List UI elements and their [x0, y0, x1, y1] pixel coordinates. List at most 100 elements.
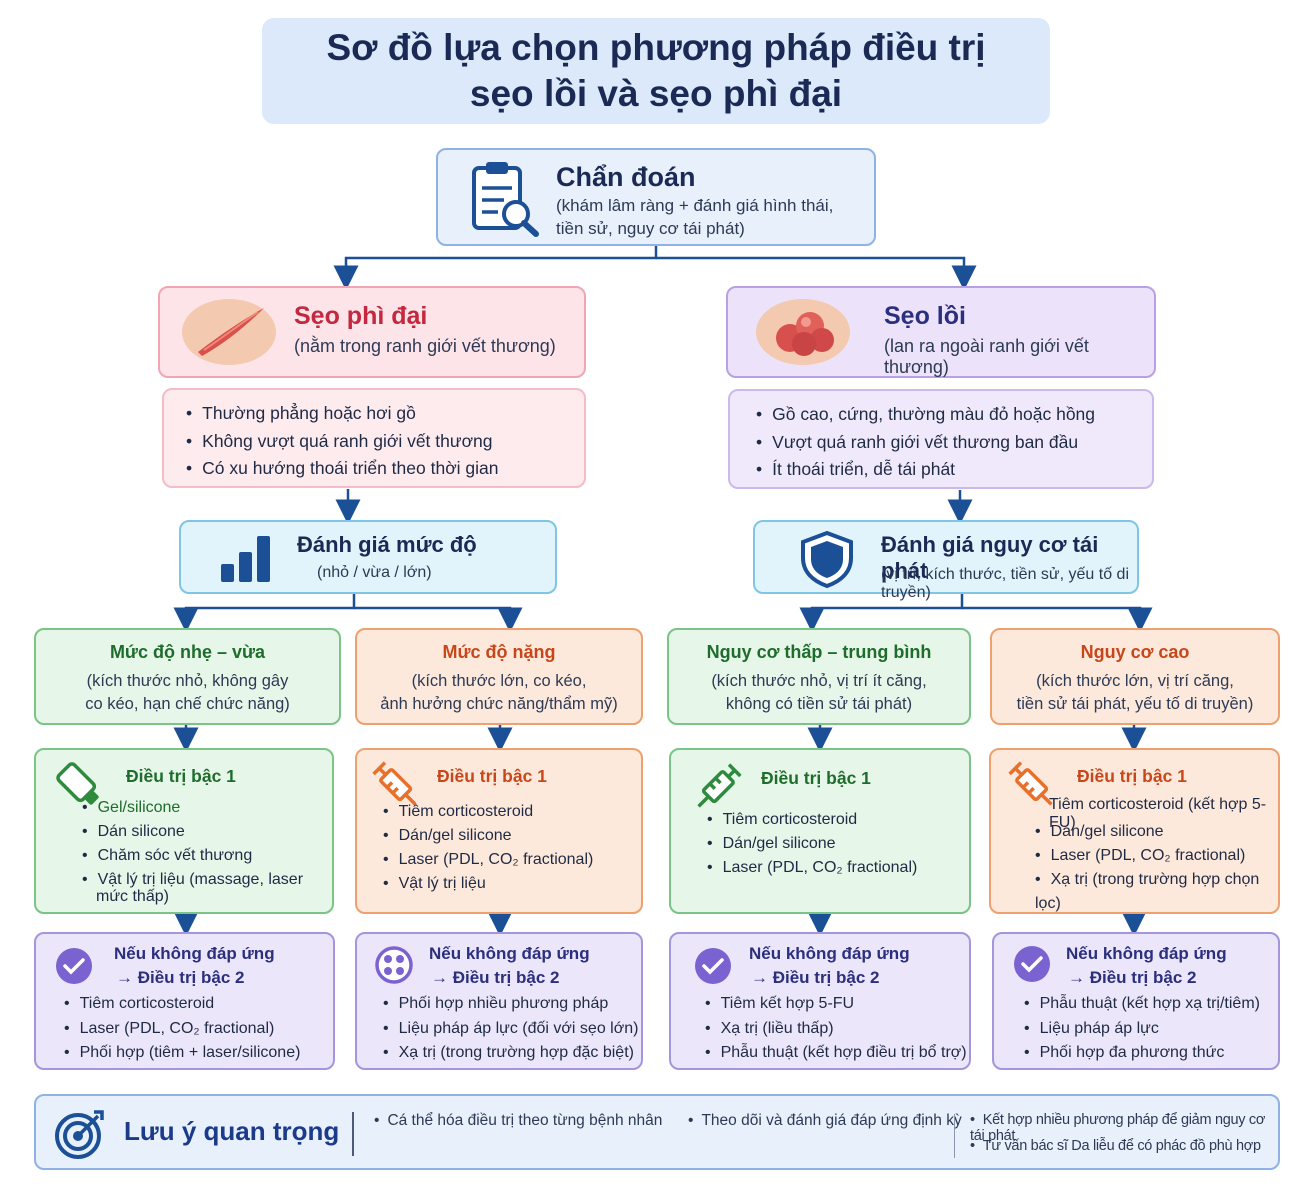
- tier2-box-severe: Nếu không đáp ứng → Điều trị bậc 2 Phối …: [355, 932, 643, 1070]
- hypertrophic-subtitle: (nằm trong ranh giới vết thương): [294, 336, 556, 356]
- hypertrophic-title: Sẹo phì đại: [294, 302, 428, 330]
- list-item: Phẫu thuật (kết hợp xạ trị/tiêm): [1024, 992, 1260, 1017]
- combination-icon: [375, 946, 413, 984]
- recurrence-risk-title: Đánh giá nguy cơ tái phát: [881, 532, 1099, 583]
- list-item: Gel/silicone: [82, 796, 303, 820]
- note-item: Cá thể hóa điều trị theo từng bệnh nhân: [374, 1112, 662, 1130]
- syringe-icon: [1008, 761, 1053, 806]
- list-item: Ít thoái triển, dễ tái phát: [756, 456, 1095, 484]
- level-line: (kích thước lớn, co kéo,: [411, 672, 587, 690]
- tier2-heading-line-1: Nếu không đáp ứng: [114, 944, 275, 963]
- diagnosis-line-1: (khám lâm ràng + đánh giá hình thái,: [556, 196, 834, 215]
- tier1-heading: Điều trị bậc 1: [437, 766, 547, 786]
- title-line-1: Sơ đồ lựa chọn phương pháp điều trị: [326, 27, 986, 68]
- recurrence-risk-box: Đánh giá nguy cơ tái phát (vị trí, kích …: [753, 520, 1139, 601]
- note-item: Theo dõi và đánh giá đáp ứng định kỳ: [688, 1112, 961, 1130]
- tier1-box-severe: Điều trị bậc 1 Tiêm corticosteroid Dán/g…: [355, 748, 643, 914]
- level-line: tiền sử tái phát, yếu tố di truyền): [1016, 695, 1254, 713]
- list-item: Tiêm kết hợp 5-FU: [705, 992, 967, 1017]
- notes-title: Lưu ý quan trọng: [124, 1116, 340, 1146]
- list-item: Dán/gel silicone: [1035, 820, 1278, 844]
- severity-assessment-title: Đánh giá mức độ: [297, 532, 477, 557]
- tier2-heading-line-2: → Điều trị bậc 2: [751, 968, 880, 987]
- page-title: Sơ đồ lựa chọn phương pháp điều trị sẹo …: [262, 18, 1050, 124]
- list-item: Laser (PDL, CO₂ fractional): [1035, 844, 1278, 868]
- tier2-heading-line-1: Nếu không đáp ứng: [429, 944, 590, 963]
- level-description: (kích thước lớn, vị trí căng, tiền sử tá…: [992, 670, 1278, 716]
- recurrence-risk-subtitle: (vị trí, kích thước, tiền sử, yếu tố di …: [881, 566, 1129, 601]
- level-description: (kích thước lớn, co kéo, ảnh hưởng chức …: [357, 670, 641, 716]
- keloid-subtitle: (lan ra ngoài ranh giới vết thương): [884, 336, 1089, 377]
- check-icon: [1014, 946, 1050, 982]
- level-low-medium-risk: Nguy cơ thấp – trung bình (kích thước nh…: [667, 628, 971, 725]
- level-line: (kích thước lớn, vị trí căng,: [1036, 672, 1234, 690]
- list-item: Tiêm corticosteroid: [707, 808, 917, 832]
- scar-icon: [182, 299, 276, 365]
- list-item: Dán silicone: [82, 820, 303, 844]
- tier1-heading: Điều trị bậc 1: [1077, 766, 1187, 786]
- title-line-2: sẹo lồi và sẹo phì đại: [469, 73, 843, 114]
- list-item: Phẫu thuật (kết hợp điều trị bổ trợ): [705, 1041, 967, 1066]
- level-mild-moderate: Mức độ nhẹ – vừa (kích thước nhỏ, không …: [34, 628, 341, 725]
- check-icon: [56, 948, 92, 984]
- list-item: Gồ cao, cứng, thường màu đỏ hoặc hồng: [756, 401, 1095, 429]
- target-icon: [55, 1110, 104, 1159]
- list-item: Laser (PDL, CO₂ fractional): [383, 848, 594, 872]
- important-notes-box: Lưu ý quan trọng Cá thể hóa điều trị the…: [34, 1094, 1280, 1170]
- list-item: Xạ trị (trong trường hợp chọn lọc): [1035, 868, 1278, 916]
- list-item: Chăm sóc vết thương: [82, 844, 303, 868]
- level-description: (kích thước nhỏ, không gây co kéo, hạn c…: [36, 670, 339, 716]
- tier2-heading-line-2: → Điều trị bậc 2: [116, 968, 245, 987]
- tier2-heading-line-1: Nếu không đáp ứng: [1066, 944, 1227, 963]
- note-item: Tư vấn bác sĩ Da liễu để có phác đồ phù …: [970, 1138, 1261, 1154]
- check-icon: [695, 948, 731, 984]
- tier2-box-high-risk: Nếu không đáp ứng → Điều trị bậc 2 Phẫu …: [992, 932, 1280, 1070]
- list-item: Tiêm corticosteroid: [64, 992, 300, 1017]
- diagnosis-line-2: tiền sử, nguy cơ tái phát): [556, 219, 745, 238]
- tier2-heading: Nếu không đáp ứng → Điều trị bậc 2: [749, 942, 910, 990]
- severity-assessment-box: Đánh giá mức độ (nhỏ / vừa / lớn): [179, 520, 557, 594]
- level-line: không có tiền sử tái phát): [725, 695, 913, 713]
- level-title: Nguy cơ thấp – trung bình: [706, 642, 932, 662]
- tier1-heading: Điều trị bậc 1: [126, 766, 236, 786]
- level-line: (kích thước nhỏ, vị trí ít căng,: [711, 672, 927, 690]
- tier2-heading: Nếu không đáp ứng → Điều trị bậc 2: [114, 942, 275, 990]
- list-item: Thường phẳng hoặc hơi gồ: [186, 400, 499, 428]
- tier1-box-mild: Điều trị bậc 1 Gel/silicone Dán silicone…: [34, 748, 334, 914]
- list-item-continuation: mức thấp): [96, 888, 169, 905]
- list-item: Vật lý trị liệu (massage, laser: [82, 868, 303, 892]
- level-title: Mức độ nhẹ – vừa: [109, 642, 266, 662]
- bar-chart-icon: [221, 536, 270, 582]
- divider: [352, 1112, 354, 1156]
- level-severe: Mức độ nặng (kích thước lớn, co kéo, ảnh…: [355, 628, 643, 725]
- list-item: Laser (PDL, CO₂ fractional): [707, 856, 918, 880]
- tier2-box-low-risk: Nếu không đáp ứng → Điều trị bậc 2 Tiêm …: [669, 932, 971, 1070]
- diagnosis-box: Chẩn đoán (khám lâm ràng + đánh giá hình…: [436, 148, 876, 246]
- diagnosis-subtitle: (khám lâm ràng + đánh giá hình thái, tiề…: [556, 194, 866, 240]
- syringe-icon: [697, 763, 742, 808]
- list-item: Phối hợp nhiều phương pháp: [383, 992, 638, 1017]
- list-item: Xạ trị (trong trường hợp đặc biệt): [383, 1041, 638, 1066]
- tier2-heading-line-2: → Điều trị bậc 2: [1068, 968, 1197, 987]
- hypertrophic-scar-box: Sẹo phì đại (nằm trong ranh giới vết thư…: [158, 286, 586, 378]
- list-item: Có xu hướng thoái triển theo thời gian: [186, 455, 498, 483]
- level-title: Nguy cơ cao: [1080, 642, 1190, 662]
- level-high-risk: Nguy cơ cao (kích thước lớn, vị trí căng…: [990, 628, 1280, 725]
- tier1-box-high-risk: Điều trị bậc 1 Tiêm corticosteroid (kết …: [989, 748, 1280, 914]
- tier1-heading: Điều trị bậc 1: [761, 768, 871, 788]
- list-item: Xạ trị (liều thấp): [705, 1017, 967, 1042]
- list-item: Liệu pháp áp lực (đối với sẹo lớn): [383, 1017, 639, 1042]
- severity-assessment-subtitle: (nhỏ / vừa / lớn): [317, 564, 432, 581]
- list-item: Dán/gel silicone: [383, 824, 593, 848]
- diagnosis-title: Chẩn đoán: [556, 162, 696, 192]
- tier2-heading-line-2: → Điều trị bậc 2: [431, 968, 560, 987]
- level-line: co kéo, hạn chế chức năng): [85, 695, 290, 713]
- keloid-box: Sẹo lồi (lan ra ngoài ranh giới vết thươ…: [726, 286, 1156, 378]
- tier1-box-low-risk: Điều trị bậc 1 Tiêm corticosteroid Dán/g…: [669, 748, 971, 914]
- list-item: Laser (PDL, CO₂ fractional): [64, 1017, 300, 1042]
- tier2-heading-line-1: Nếu không đáp ứng: [749, 944, 910, 963]
- tier2-heading: Nếu không đáp ứng → Điều trị bậc 2: [1066, 942, 1227, 990]
- keloid-features: Gồ cao, cứng, thường màu đỏ hoặc hồng Vư…: [728, 389, 1154, 489]
- tier2-heading: Nếu không đáp ứng → Điều trị bậc 2: [429, 942, 590, 990]
